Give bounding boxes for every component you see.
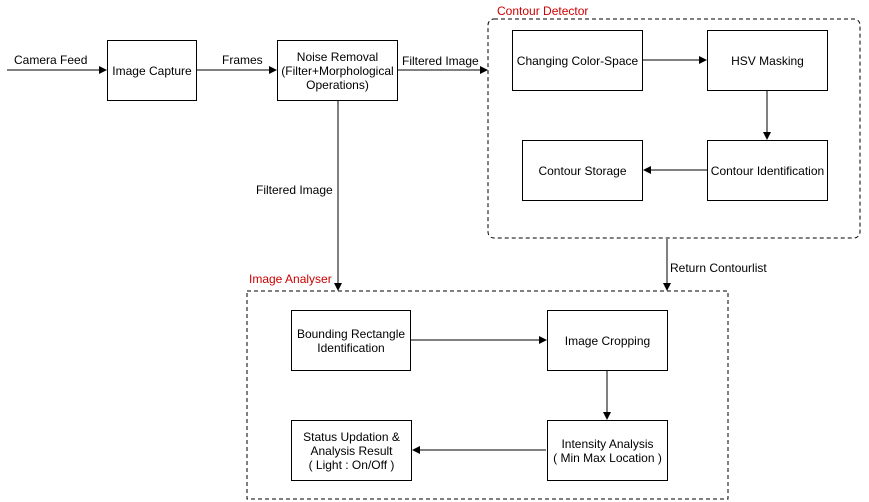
- frames-label: Frames: [222, 53, 263, 67]
- intensity-analysis-node: Intensity Analysis ( Min Max Location ): [547, 420, 668, 481]
- contour-detector-group: [487, 18, 861, 239]
- image-capture-node: Image Capture: [107, 40, 197, 101]
- filtered-image-down-label: Filtered Image: [256, 183, 333, 197]
- image-analyser-title: Image Analyser: [249, 272, 332, 286]
- contour-storage-node: Contour Storage: [522, 140, 643, 201]
- camera-feed-label: Camera Feed: [14, 53, 88, 67]
- contour-identification-node: Contour Identification: [707, 140, 828, 201]
- noise-removal-node: Noise Removal (Filter+Morphological Oper…: [277, 40, 398, 101]
- image-cropping-node: Image Cropping: [547, 310, 668, 371]
- status-updation-node: Status Updation & Analysis Result ( Ligh…: [291, 420, 412, 481]
- bounding-rectangle-node: Bounding Rectangle Identification: [291, 310, 411, 371]
- hsv-masking-node: HSV Masking: [707, 30, 828, 91]
- filtered-image-right-label: Filtered Image: [402, 54, 479, 68]
- contour-detector-title: Contour Detector: [497, 4, 589, 18]
- return-contourlist-label: Return Contourlist: [670, 261, 767, 275]
- image-analyser-group: [246, 290, 729, 500]
- changing-color-space-node: Changing Color-Space: [512, 30, 643, 91]
